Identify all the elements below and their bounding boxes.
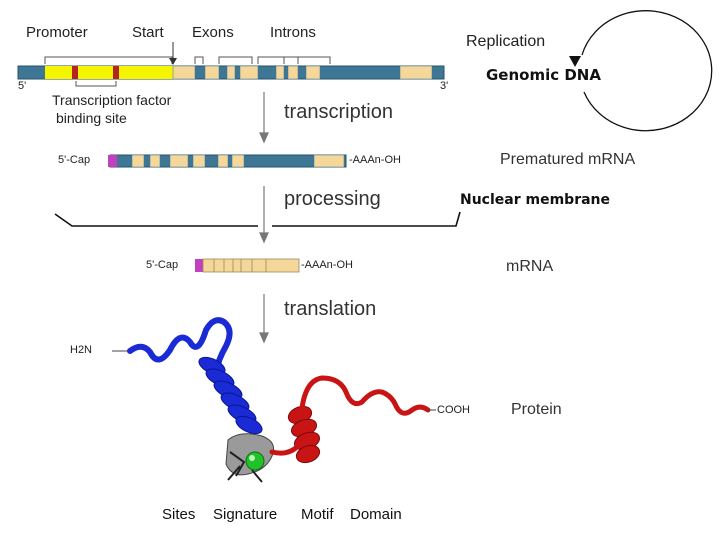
introns-bracket xyxy=(257,56,331,64)
mrna-tail-label: -AAAn-OH xyxy=(301,259,353,271)
premature-mrna-bar xyxy=(108,154,347,168)
promoter-bracket xyxy=(44,56,173,64)
c-terminus-label: COOH xyxy=(437,404,470,416)
feature-sites: Sites xyxy=(162,506,196,523)
gene-bar xyxy=(17,65,445,80)
exons-label: Exons xyxy=(192,24,234,41)
tf-binding-mark-2 xyxy=(113,66,119,79)
step-arrows xyxy=(259,92,269,344)
exon-5 xyxy=(275,65,285,80)
tf-site-label-line1: Transcription factor xyxy=(52,92,172,108)
n-terminus-label: H2N xyxy=(70,344,93,356)
protein-structure xyxy=(112,317,436,483)
exon-6 xyxy=(287,65,299,80)
blue-coil xyxy=(127,317,233,375)
mrna-cap-label: 5'-Cap xyxy=(146,259,179,271)
premature-mrna-label: Prematured mRNA xyxy=(500,151,636,168)
nuclear-membrane-label: Nuclear membrane xyxy=(460,192,611,208)
replication-loop xyxy=(569,10,713,132)
feature-motif: Motif xyxy=(301,506,334,523)
feature-domain: Domain xyxy=(350,506,402,523)
premature-tail-label: -AAAn-OH xyxy=(349,154,401,166)
feature-signature: Signature xyxy=(213,506,278,523)
tf-binding-mark-1 xyxy=(72,66,78,79)
translation-label: translation xyxy=(284,298,377,320)
tf-site-label-line2: binding site xyxy=(56,110,127,126)
red-helix xyxy=(287,405,321,464)
exon-2 xyxy=(204,65,220,80)
protein-label: Protein xyxy=(511,401,562,418)
premature-cap-block xyxy=(108,155,117,167)
three-prime-end: 3' xyxy=(440,80,449,92)
promoter-label: Promoter xyxy=(26,24,88,41)
processing-label: processing xyxy=(284,188,381,210)
green-ion-sphere xyxy=(245,451,265,471)
five-prime-end: 5' xyxy=(18,80,27,92)
transcription-label: transcription xyxy=(284,101,393,123)
red-coil xyxy=(269,375,431,456)
premature-cap-label: 5'-Cap xyxy=(58,154,91,166)
nuclear-membrane-lines xyxy=(54,211,461,227)
mrna-bar xyxy=(195,258,300,273)
tf-bracket xyxy=(75,81,117,87)
blue-helix xyxy=(198,356,263,435)
mrna-label: mRNA xyxy=(506,258,554,275)
exon-3 xyxy=(226,65,236,80)
introns-label: Introns xyxy=(270,24,316,41)
exon-8 xyxy=(399,65,433,80)
exon-7 xyxy=(305,65,321,80)
promoter-region xyxy=(45,66,173,79)
genomic-dna-label: Genomic DNA xyxy=(486,66,601,84)
replication-label: Replication xyxy=(466,33,546,50)
start-arrow xyxy=(169,42,177,65)
exon-1 xyxy=(172,65,196,80)
start-label: Start xyxy=(132,24,164,41)
active-site-cluster xyxy=(225,433,275,483)
replication-arrowhead xyxy=(569,56,581,67)
mrna-cap-block xyxy=(195,259,203,272)
exon-4 xyxy=(239,65,259,80)
exons-bracket xyxy=(194,56,253,64)
